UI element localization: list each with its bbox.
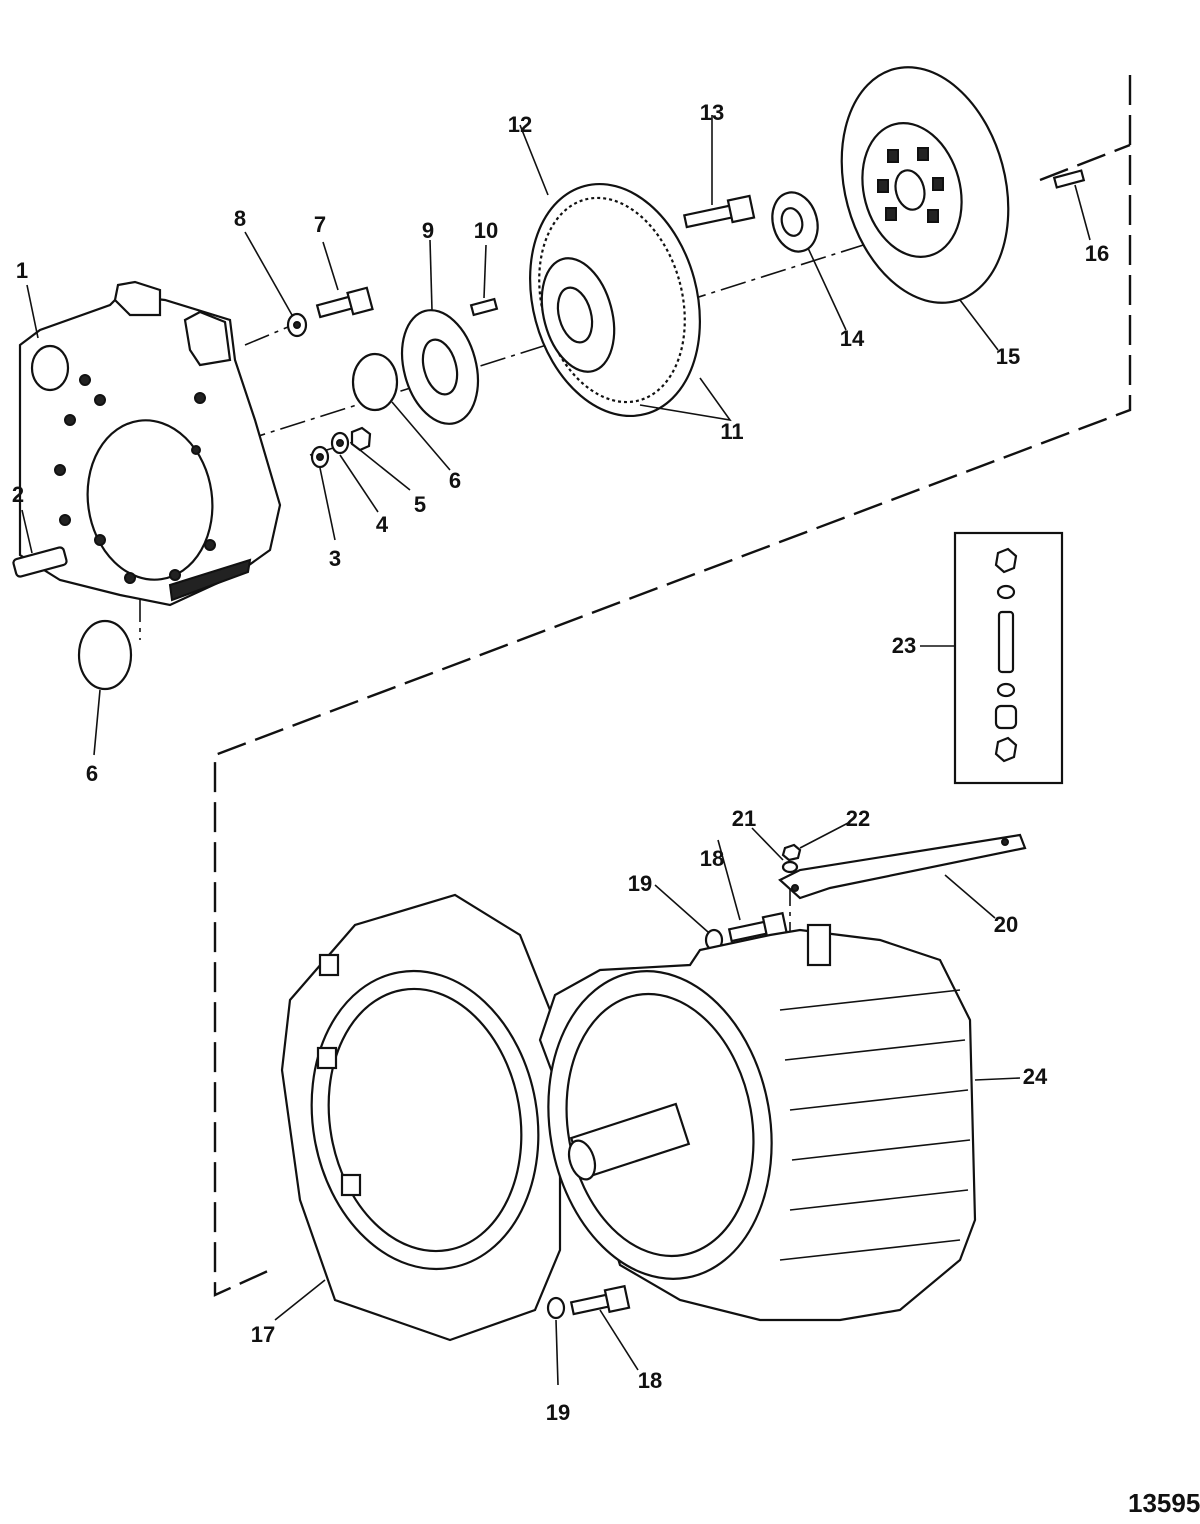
callout-8: 8: [234, 206, 246, 231]
callout-3: 3: [329, 546, 341, 571]
callout-22: 22: [846, 806, 870, 831]
callout-19-lower: 19: [546, 1400, 570, 1425]
part-o-ring-upper: [351, 352, 399, 412]
callout-14: 14: [840, 326, 865, 351]
callout-18-upper: 18: [700, 846, 724, 871]
part-mount-kit-23: [953, 531, 1064, 785]
part-adapter-17: [280, 893, 562, 1342]
callout-1: 1: [16, 258, 28, 283]
part-screw-7: [315, 286, 374, 319]
callout-6-lower: 6: [86, 761, 98, 786]
part-washer-3: [310, 445, 330, 469]
housing-bolt-holes: [54, 374, 216, 584]
part-bolt-13: [682, 194, 756, 229]
callout-11: 11: [720, 419, 743, 444]
part-nut-22: [781, 843, 802, 862]
part-screw-16: [1052, 169, 1086, 189]
callout-10: 10: [474, 218, 498, 243]
callout-17: 17: [251, 1322, 275, 1347]
callout-5: 5: [414, 492, 426, 517]
part-nut-5: [350, 426, 372, 452]
callout-6-upper: 6: [449, 468, 461, 493]
callout-9: 9: [422, 218, 434, 243]
part-stud: [12, 546, 68, 578]
callout-4: 4: [376, 512, 389, 537]
callout-24: 24: [1023, 1064, 1048, 1089]
part-lockwasher-4: [330, 431, 350, 455]
part-o-ring-lower: [77, 619, 133, 691]
part-transmission-24: [538, 923, 977, 1322]
part-washer-8: [286, 312, 308, 338]
callout-7: 7: [314, 212, 326, 237]
callout-21: 21: [732, 806, 756, 831]
callout-15: 15: [996, 344, 1020, 369]
callout-labels: 1 2 3 4 5 6 6 7 8 9 10 11 12 13 14 15 16…: [12, 100, 1109, 1425]
assembly-dash-lines: [213, 75, 1132, 1297]
callout-23: 23: [892, 633, 916, 658]
figure-id-number: 13595: [1128, 1488, 1200, 1518]
leader-lines: [21, 115, 1091, 1386]
part-hub-9: [401, 309, 479, 425]
part-bolt-18-lower: [569, 1284, 631, 1316]
callout-16: 16: [1085, 241, 1109, 266]
callout-2: 2: [12, 482, 24, 507]
callout-19-upper: 19: [628, 871, 652, 896]
callout-20: 20: [994, 912, 1018, 937]
callout-13: 13: [700, 100, 724, 125]
part-damper-plate-15: [840, 66, 1010, 304]
part-screw-10: [469, 297, 499, 317]
part-bell-housing: [18, 280, 282, 607]
part-flywheel: [529, 182, 701, 418]
part-bracket-20: [778, 833, 1027, 900]
part-bearing-14: [771, 191, 819, 253]
transmission-cooling-fins: [779, 989, 971, 1261]
part-washer-21: [781, 860, 799, 874]
part-washer-19-lower: [546, 1296, 566, 1320]
callout-12: 12: [508, 112, 532, 137]
callout-18-lower: 18: [638, 1368, 662, 1393]
